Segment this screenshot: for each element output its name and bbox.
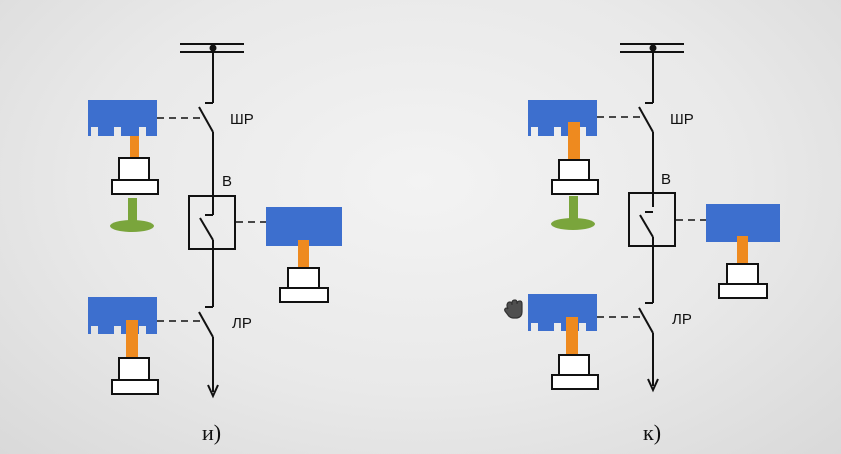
key-icon [551,196,595,230]
label-v-k: В [661,171,671,188]
breaker-box-i [188,195,236,250]
lock-lr-k [528,294,599,390]
caption-i: и) [202,420,221,445]
key-icon [110,198,154,232]
lock-v-k [706,204,780,299]
diagram-k: ШР В ЛР к [504,43,780,445]
lock-v-i [266,207,342,303]
hand-cursor-icon [504,299,523,319]
caption-k: к) [643,420,661,445]
lock-lr-i [88,297,159,395]
lock-shr-i [88,100,159,232]
label-lr-k: ЛР [672,311,692,328]
lock-shr-k [528,100,599,230]
main-line-i [198,48,219,399]
diagram-i: ШР В ЛР [88,43,342,445]
label-v-i: В [222,173,232,190]
label-lr-i: ЛР [232,315,252,332]
main-line-k [638,48,659,393]
breaker-box-k [628,192,676,247]
label-shr-k: ШР [670,111,694,128]
label-shr-i: ШР [230,111,254,128]
